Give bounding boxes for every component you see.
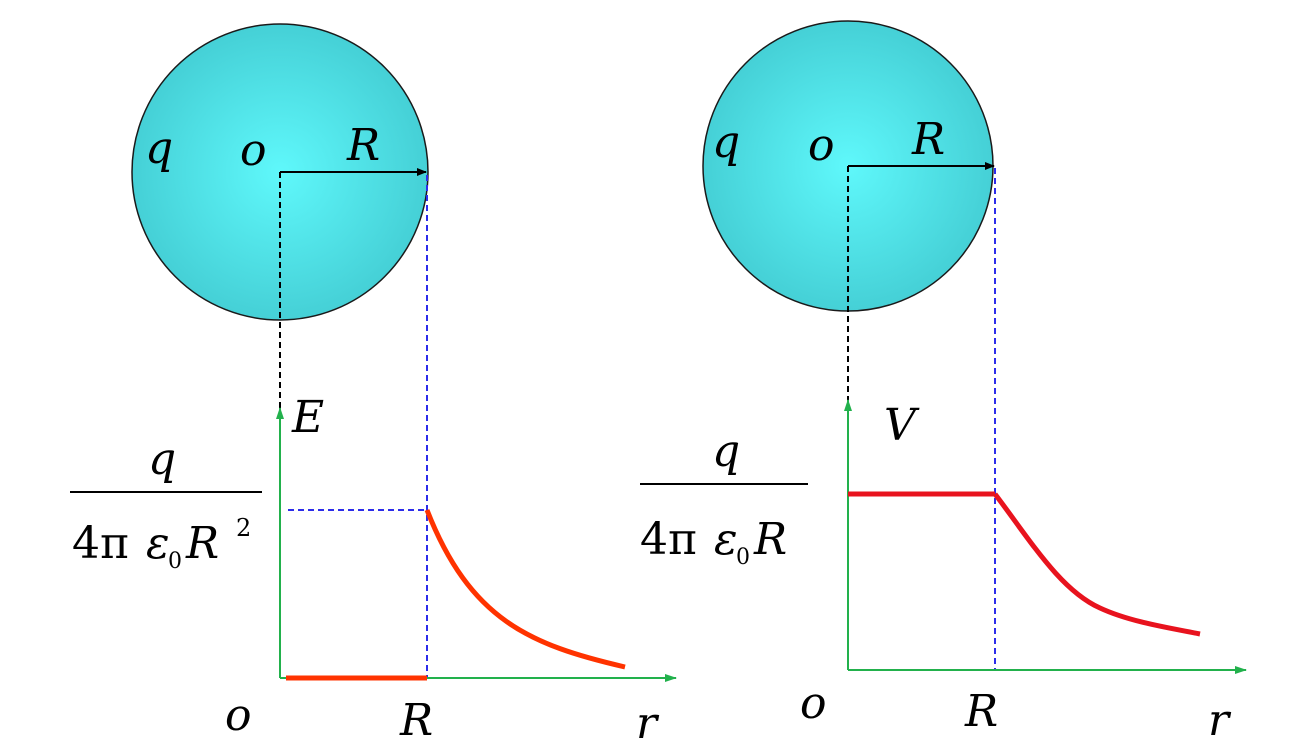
left-panel: q o R E o R r q 4π ε 0 R 2 bbox=[70, 23, 677, 749]
right-formula-epsilon-sub: 0 bbox=[736, 545, 750, 570]
left-formula-var: R bbox=[185, 518, 219, 569]
left-y-axis-label: E bbox=[291, 392, 324, 443]
right-sphere-radius-label: R bbox=[911, 114, 945, 165]
left-sphere-charge-label: q bbox=[145, 123, 173, 174]
right-origin-label: o bbox=[800, 678, 827, 729]
right-formula-epsilon: ε bbox=[714, 514, 738, 565]
right-panel: q o R V o R r q 4π ε 0 R bbox=[640, 20, 1247, 746]
right-formula-numerator: q bbox=[712, 426, 740, 477]
left-graph: E o R r q 4π ε 0 R 2 bbox=[70, 392, 677, 749]
left-formula-coeff: 4π bbox=[72, 518, 129, 569]
right-formula-var: R bbox=[753, 514, 787, 565]
right-x-tick-label: R bbox=[964, 686, 998, 737]
right-y-tick-formula: q 4π ε 0 R bbox=[640, 426, 808, 570]
left-origin-label: o bbox=[225, 690, 252, 741]
left-sphere-radius-label: R bbox=[346, 120, 380, 171]
right-y-axis-label: V bbox=[884, 400, 920, 451]
left-formula-epsilon: ε bbox=[146, 518, 170, 569]
right-graph: V o R r q 4π ε 0 R bbox=[640, 399, 1247, 746]
left-formula-numerator: q bbox=[148, 434, 176, 485]
left-x-tick-label: R bbox=[399, 695, 433, 746]
left-formula-epsilon-sub: 0 bbox=[168, 549, 182, 574]
left-x-axis-label: r bbox=[636, 698, 660, 749]
right-sphere-center-label: o bbox=[808, 120, 835, 171]
right-formula-coeff: 4π bbox=[640, 514, 697, 565]
right-sphere-charge-label: q bbox=[712, 117, 740, 168]
left-field-outside-curve bbox=[424, 509, 626, 670]
left-formula-exponent: 2 bbox=[236, 514, 251, 542]
right-potential-outside-curve bbox=[993, 492, 1201, 637]
left-sphere-center-label: o bbox=[240, 125, 267, 176]
left-y-tick-formula: q 4π ε 0 R 2 bbox=[70, 434, 262, 574]
right-x-axis-label: r bbox=[1208, 695, 1232, 746]
